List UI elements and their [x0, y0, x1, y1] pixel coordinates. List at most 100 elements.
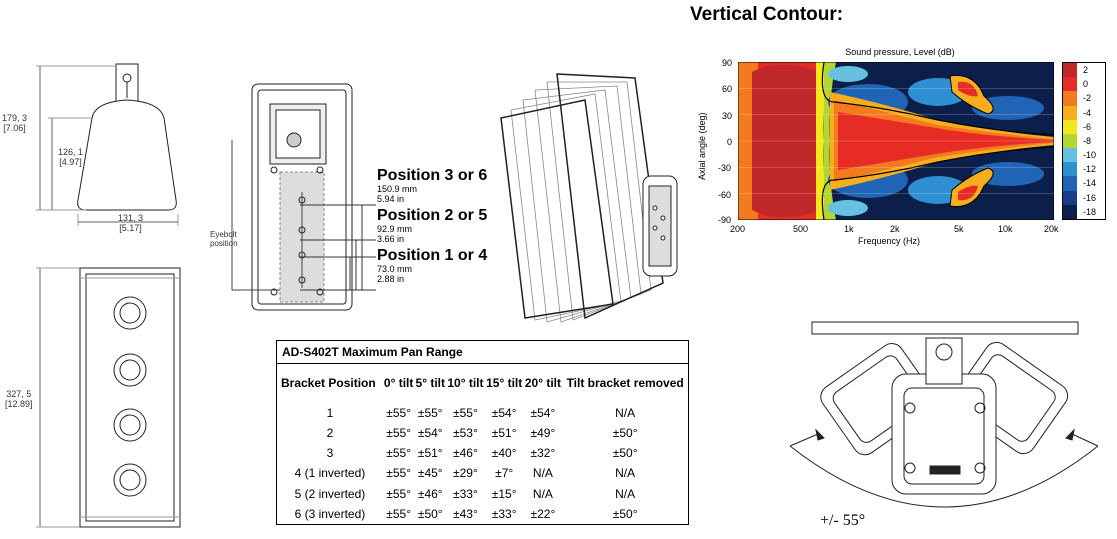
legend-swatch: [1063, 148, 1077, 163]
pan-value-cell: ±22°: [530, 506, 556, 521]
legend-entry: -18: [1063, 204, 1105, 219]
legend-swatch: [1063, 190, 1077, 205]
position-2-or-5: Position 2 or 5 92.9 mm 3.66 in: [377, 207, 487, 244]
legend-label: 0: [1083, 79, 1089, 90]
pan-value-cell: ±54°: [417, 426, 443, 440]
table-header-row: Bracket Position 0° tilt 5° tilt 10° til…: [277, 364, 689, 403]
y-axis-label: Axial angle (deg): [697, 112, 707, 180]
pan-value-cell: N/A: [615, 466, 636, 481]
dim-height-small-in: [7.06]: [3, 123, 26, 133]
position-mm: 92.9 mm: [377, 224, 413, 234]
legend-label: -14: [1083, 178, 1097, 189]
legend-entry: -10: [1063, 148, 1105, 163]
pan-value-cell: ±29°: [453, 466, 478, 481]
legend-swatch: [1063, 204, 1077, 219]
contour-title: Vertical Contour:: [690, 4, 844, 25]
legend-swatch: [1063, 77, 1077, 92]
position-title: Position 1 or 4: [377, 247, 488, 264]
x-axis-label: Frequency (Hz): [858, 236, 921, 246]
legend-swatch: [1063, 162, 1077, 177]
position-3-or-6: Position 3 or 6 150.9 mm 5.94 in: [377, 167, 487, 204]
x-tick: 2k: [890, 224, 900, 234]
y-tick: 30: [722, 111, 733, 121]
position-1-or-4: Position 1 or 4 73.0 mm 2.88 in: [377, 247, 487, 284]
pan-value-cell: ±55°: [386, 426, 412, 440]
position-dim-lines: [300, 204, 376, 291]
legend-swatch: [1063, 63, 1077, 78]
pan-value-cell: ±51°: [491, 426, 517, 440]
legend-swatch: [1063, 105, 1077, 120]
y-tick: 0: [727, 137, 733, 147]
y-tick: -60: [718, 190, 732, 200]
tilt-overlay-drawing: [500, 73, 678, 323]
pan-value-cell: ±55°: [386, 486, 412, 501]
eyebolt-label: Eyebolt position: [210, 230, 238, 248]
pan-value-cell: ±50°: [612, 446, 638, 461]
pan-value-cell: ±45°: [417, 466, 443, 481]
table-caption: AD-S402T Maximum Pan Range: [276, 340, 689, 365]
x-tick: 20k: [1044, 224, 1059, 234]
legend-label: -6: [1083, 121, 1092, 132]
pan-value-cell: ±53°: [453, 426, 478, 440]
legend-label: -12: [1083, 164, 1097, 175]
table-header: 15° tilt: [486, 375, 523, 390]
bracket-position-cell: 1: [326, 405, 334, 420]
x-tick: 10k: [998, 224, 1013, 234]
position-mm: 150.9 mm: [377, 184, 418, 194]
position-in: 3.66 in: [377, 234, 405, 244]
pan-value-cell: ±54°: [491, 405, 517, 420]
legend-label: -18: [1083, 206, 1097, 217]
pan-value-cell: ±32°: [530, 446, 556, 461]
legend-entry: -8: [1063, 133, 1105, 149]
pan-value-cell: ±55°: [386, 446, 412, 461]
pan-value-cell: ±7°: [495, 466, 514, 481]
legend-entry: 2: [1063, 63, 1105, 78]
y-tick: 90: [722, 58, 733, 68]
table-row: 1±55°±55°±55°±54°±54°N/A: [277, 403, 689, 423]
pan-value-cell: ±55°: [386, 405, 412, 420]
y-tick: -30: [718, 163, 732, 173]
dim-mid-in: [4.97]: [59, 157, 82, 167]
position-mm: 73.0 mm: [377, 264, 413, 274]
legend-swatch: [1063, 91, 1077, 106]
pan-top-view-drawing: [789, 321, 1099, 508]
pan-value-cell: ±46°: [453, 446, 478, 461]
table-header: Tilt bracket removed: [566, 375, 684, 390]
pan-value-cell: ±55°: [386, 466, 412, 481]
table-header: 5° tilt: [415, 375, 445, 390]
bracket-position-cell: 3: [326, 446, 334, 461]
table-header: 0° tilt: [383, 375, 414, 390]
position-in: 5.94 in: [377, 194, 405, 204]
bracket-position-cell: 5 (2 inverted): [294, 486, 366, 501]
legend-label: -10: [1083, 150, 1097, 161]
legend-swatch: [1063, 176, 1077, 191]
x-tick: 200: [730, 224, 746, 234]
position-title: Position 2 or 5: [377, 207, 488, 224]
legend-swatch: [1063, 119, 1077, 134]
dim-width: 131, 3: [118, 213, 144, 223]
table-row: 6 (3 inverted)±55°±50°±43°±33°±22°±50°: [277, 504, 689, 525]
pan-value-cell: ±40°: [491, 446, 517, 461]
legend-entry: -4: [1063, 105, 1105, 120]
pan-value-cell: ±43°: [453, 506, 478, 521]
pan-value-cell: ±51°: [417, 446, 443, 461]
y-tick: -90: [718, 215, 732, 225]
position-in: 2.88 in: [377, 274, 405, 284]
legend-entry: 0: [1063, 77, 1105, 92]
bracket-position-cell: 4 (1 inverted): [294, 466, 366, 481]
position-title: Position 3 or 6: [377, 167, 488, 184]
pan-label: +/- 55°: [820, 512, 866, 529]
x-tick: 500: [793, 224, 809, 234]
legend-label: -16: [1083, 192, 1097, 203]
pan-value-cell: ±55°: [386, 506, 412, 521]
legend-label: 2: [1083, 65, 1089, 76]
dim-length-in: [12.89]: [5, 399, 33, 409]
legend-swatch: [1063, 133, 1077, 149]
legend-label: -8: [1083, 135, 1092, 146]
table-row: 3 ±55° ±51° ±46° ±40° ±32° ±50°: [277, 443, 689, 463]
x-tick: 5k: [954, 224, 964, 234]
dim-mid: 126, 1: [58, 147, 84, 157]
pan-value-cell: ±33°: [453, 486, 478, 501]
pan-value-cell: ±55°: [453, 405, 478, 420]
legend-entry: -12: [1063, 162, 1105, 177]
